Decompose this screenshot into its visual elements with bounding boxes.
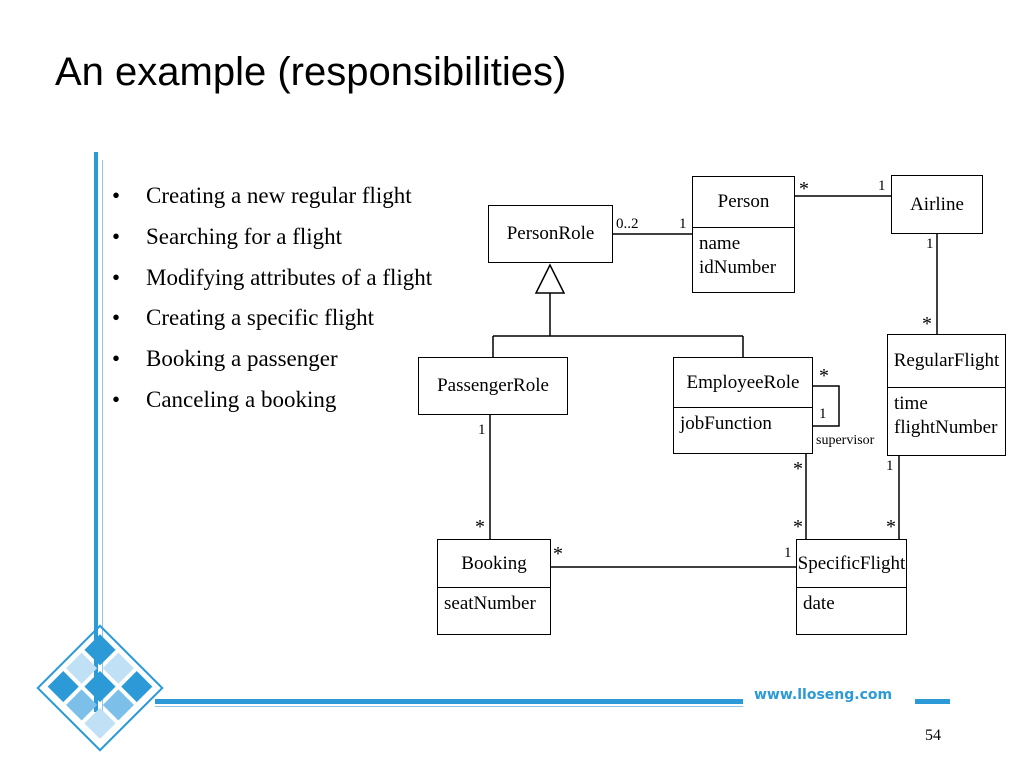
bullet-icon: • <box>112 346 121 372</box>
class-personrole: PersonRole <box>488 205 613 263</box>
class-booking: Booking seatNumber <box>437 539 551 635</box>
left-accent-bar-thin <box>102 160 103 712</box>
class-attributes: name idNumber <box>693 228 794 280</box>
bullet-icon: • <box>112 386 121 412</box>
class-name: EmployeeRole <box>674 358 812 408</box>
corner-logo-icon <box>36 624 164 752</box>
class-attributes: jobFunction <box>674 408 812 436</box>
bullet-item: • Modifying attributes of a flight <box>112 258 432 299</box>
page-number: 54 <box>925 727 941 744</box>
bullet-item: • Canceling a booking <box>112 380 432 421</box>
class-name: PersonRole <box>506 223 595 244</box>
generalization-arrowhead <box>534 263 566 294</box>
class-specificflight: SpecificFlight date <box>796 539 907 635</box>
class-person: Person name idNumber <box>692 176 795 293</box>
class-airline: Airline <box>891 175 983 234</box>
bullet-icon: • <box>112 264 121 290</box>
bullet-text: Searching for a flight <box>146 223 343 249</box>
mult-regularflight-bottom: 1 <box>886 458 894 474</box>
bullet-list: • Creating a new regular flight • Searchin… <box>112 176 432 421</box>
attribute: seatNumber <box>444 593 536 614</box>
mult-supervisee: * <box>819 365 829 387</box>
mult-specificflight-from-regular: * <box>886 516 896 538</box>
mult-airline-side: 1 <box>926 236 934 252</box>
class-name: Booking <box>438 540 550 588</box>
mult-specificflight-from-booking: 1 <box>784 545 792 561</box>
bullet-item: • Searching for a flight <box>112 217 432 258</box>
mult-person-airline-person: * <box>799 178 809 200</box>
mult-person-airline-airline: 1 <box>878 178 886 194</box>
class-name: Airline <box>910 193 964 215</box>
class-name: Person <box>693 177 794 228</box>
bullet-icon: • <box>112 223 121 249</box>
attribute: flightNumber <box>894 417 998 438</box>
assoc-employee-supervisor <box>813 385 840 427</box>
footer-line-right <box>915 699 950 704</box>
mult-employee-side: * <box>793 458 803 480</box>
mult-booking-side: * <box>553 543 563 565</box>
bullet-icon: • <box>112 183 121 208</box>
footer-url[interactable]: www.lloseng.com <box>754 687 893 703</box>
attribute: name <box>699 233 741 254</box>
attribute: time <box>894 393 928 414</box>
attribute: date <box>803 593 835 614</box>
class-passengerrole: PassengerRole <box>418 357 568 415</box>
mult-specificflight-from-employee: * <box>793 516 803 538</box>
mult-regularflight-side: * <box>922 313 932 335</box>
footer-line-thin <box>155 706 743 707</box>
bullet-text: Creating a new regular flight <box>146 183 412 208</box>
mult-booking-from-passenger: * <box>475 516 485 538</box>
footer-line <box>155 699 743 704</box>
class-employeerole: EmployeeRole jobFunction <box>673 357 813 454</box>
mult-personrole-side: 0..2 <box>616 216 639 232</box>
attribute: idNumber <box>699 257 777 278</box>
class-attributes: seatNumber <box>438 588 550 616</box>
mult-passengerrole-side: 1 <box>478 422 486 438</box>
bullet-text: Booking a passenger <box>146 346 338 372</box>
bullet-icon: • <box>112 305 121 331</box>
bullet-item: • Booking a passenger <box>112 339 432 380</box>
bullet-text: Creating a specific flight <box>146 305 375 331</box>
class-name: SpecificFlight <box>797 540 906 588</box>
attribute: jobFunction <box>680 413 772 434</box>
role-label-supervisor: supervisor <box>816 433 875 448</box>
bullet-text: Modifying attributes of a flight <box>146 264 433 290</box>
left-accent-bar <box>94 152 98 712</box>
class-name: PassengerRole <box>437 375 549 396</box>
bullet-item: • Creating a new regular flight <box>112 176 432 217</box>
class-attributes: date <box>797 588 906 616</box>
bullet-text: Canceling a booking <box>146 386 337 412</box>
class-name: RegularFlight <box>888 335 1005 388</box>
bullet-item: • Creating a specific flight <box>112 298 432 339</box>
slide-title: An example (responsibilities) <box>55 50 567 94</box>
class-regularflight: RegularFlight time flightNumber <box>887 334 1006 456</box>
class-attributes: time flightNumber <box>888 388 1005 440</box>
mult-person-side: 1 <box>679 216 687 232</box>
mult-supervisor: 1 <box>819 406 827 422</box>
